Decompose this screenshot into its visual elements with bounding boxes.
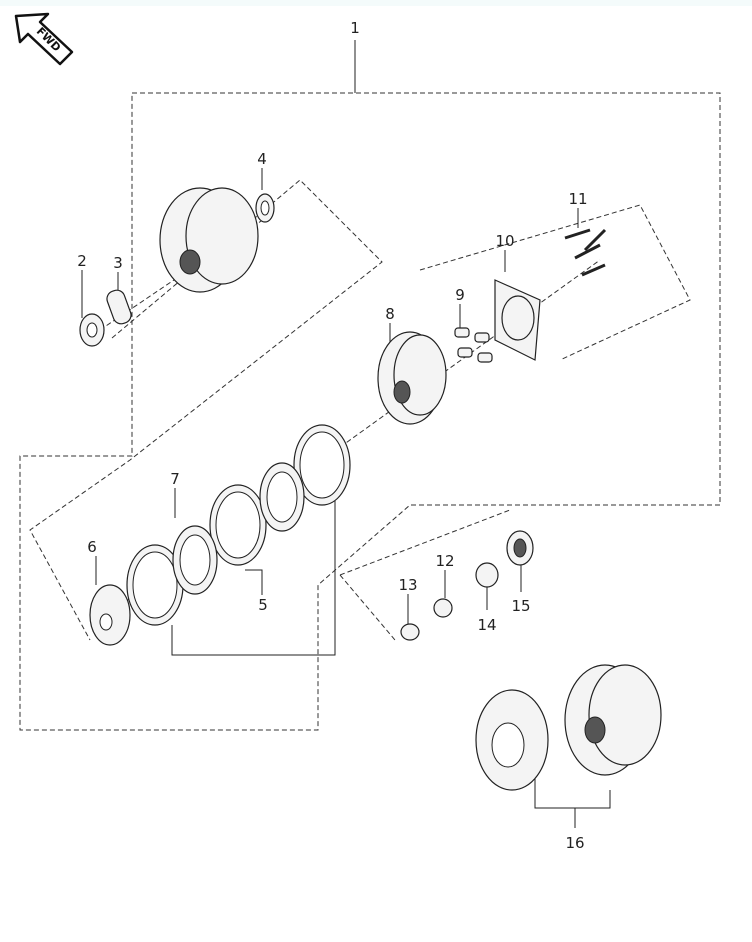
collar (79, 313, 105, 347)
pressure-disc (89, 584, 131, 646)
callout-4: 4 (257, 150, 267, 168)
callout-7: 7 (170, 470, 180, 488)
callout-2: 2 (77, 252, 87, 270)
steel-plates (172, 462, 305, 595)
callout-9: 9 (455, 286, 465, 304)
clutch-housing-assembly (564, 664, 662, 776)
callout-14: 14 (477, 616, 496, 634)
callout-13: 13 (398, 576, 417, 594)
leader-lines (81, 40, 611, 828)
callout-6: 6 (87, 538, 97, 556)
callout-5: 5 (258, 596, 268, 614)
group-outline-lower (339, 509, 511, 641)
callout-15: 15 (511, 597, 530, 615)
callout-10: 10 (495, 232, 514, 250)
callout-8: 8 (385, 305, 395, 323)
bolts (564, 228, 607, 277)
group-outline-right (419, 204, 691, 361)
callout-3: 3 (113, 254, 123, 272)
springs (454, 327, 493, 363)
pressure-plate (494, 279, 541, 361)
fwd-arrow-icon: FWD (14, 12, 74, 66)
clutch-housing (159, 187, 259, 293)
callout-labels: 1 2 3 4 5 6 7 8 9 10 11 12 13 14 15 16 (77, 19, 587, 852)
callout-16: 16 (565, 834, 584, 852)
bushing (106, 289, 132, 325)
assembly-boundary (19, 92, 721, 731)
callout-12: 12 (435, 552, 454, 570)
clutch-hub (377, 331, 447, 425)
washers (400, 530, 534, 641)
callout-1: 1 (350, 19, 360, 37)
primary-gear (475, 689, 549, 791)
callout-11: 11 (568, 190, 587, 208)
top-strip (0, 0, 752, 6)
friction-plates (126, 424, 351, 626)
thrust-washer (255, 193, 275, 223)
